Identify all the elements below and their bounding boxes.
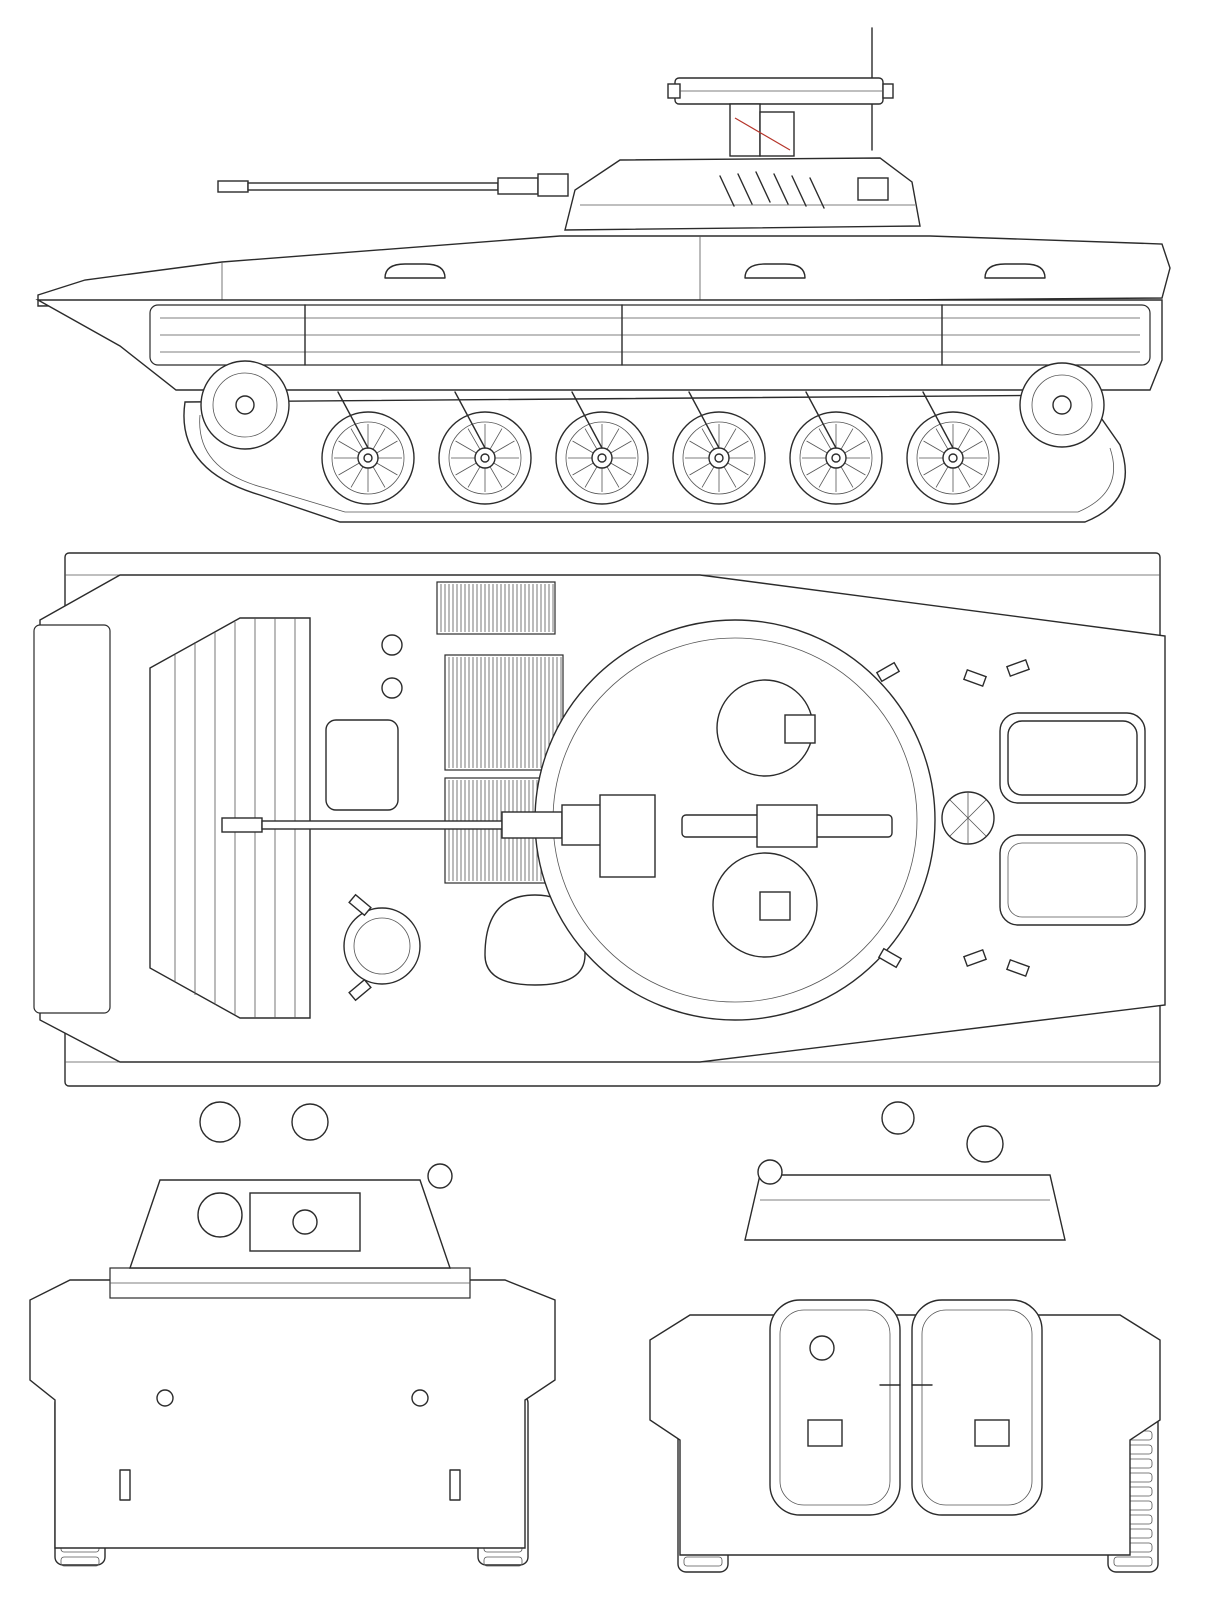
rear-searchlight: [966, 1125, 1004, 1163]
side-hatch-middle: [744, 263, 806, 279]
idler-wheel: [200, 360, 290, 450]
smoke-grenade-launchers: [719, 171, 889, 209]
missile-launcher-top: [681, 804, 893, 848]
searchlight-lower: [197, 1192, 243, 1238]
rear-view: [649, 1101, 1161, 1573]
road-wheel: [438, 391, 532, 505]
driver-hatch: [343, 907, 421, 985]
rear-hull: [649, 1314, 1161, 1556]
drive-sprocket: [1019, 362, 1105, 448]
periscope: [348, 978, 372, 1002]
front-view: [29, 1101, 556, 1567]
autocannon-top: [221, 794, 656, 878]
autocannon-barrel: [217, 173, 569, 197]
side-hatch-left: [384, 263, 446, 279]
road-wheel: [789, 391, 883, 505]
searchlight-left: [199, 1101, 241, 1143]
top-view: [33, 552, 1166, 1087]
periscope: [348, 893, 372, 917]
periscope: [962, 948, 988, 968]
track: [183, 394, 1127, 523]
road-wheel: [672, 391, 766, 505]
rear-door-right: [911, 1299, 1043, 1516]
headlight-right: [427, 1163, 453, 1189]
periscope: [877, 947, 903, 969]
front-glacis: [33, 617, 311, 1019]
missile-launcher: [667, 77, 894, 157]
troop-periscopes: [348, 658, 1031, 1002]
rear-light-left: [757, 1159, 783, 1185]
upper-hull: [37, 235, 1171, 307]
periscope: [875, 661, 901, 683]
rear-door-tank-right: [974, 1419, 1010, 1447]
turret: [564, 157, 921, 231]
road-wheels: [321, 391, 1000, 505]
periscope: [1005, 958, 1031, 978]
rear-door-hatch-right: [999, 834, 1146, 926]
side-hatch-right: [984, 263, 1046, 279]
rear-door-tank-left: [807, 1419, 843, 1447]
road-wheel: [555, 391, 649, 505]
front-hull: [29, 1279, 556, 1549]
engine-access-panel: [325, 719, 399, 811]
rear-missile-sight: [881, 1101, 915, 1135]
rear-door-left: [769, 1299, 901, 1516]
side-view: [35, 27, 1171, 523]
periscope: [1005, 658, 1031, 678]
missile-sight: [291, 1103, 329, 1141]
road-wheel: [321, 391, 415, 505]
rear-turret-body: [744, 1174, 1066, 1241]
periscope: [962, 668, 988, 688]
road-wheel: [906, 391, 1000, 505]
